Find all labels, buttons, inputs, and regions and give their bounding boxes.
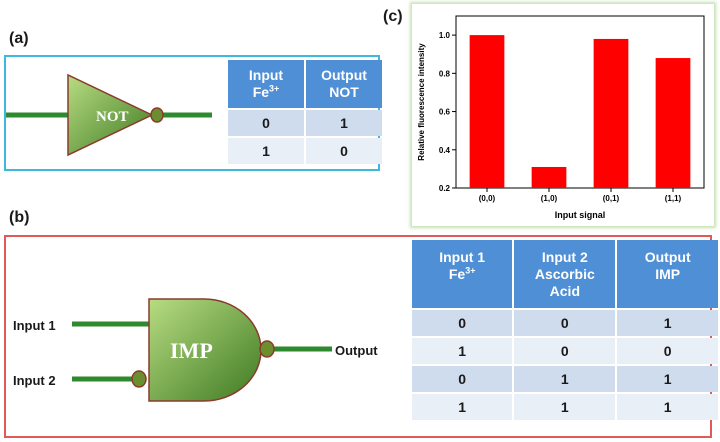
bar (531, 166, 567, 188)
table-cell: 1 (228, 138, 304, 164)
not-gate-panel: NOT (4, 55, 380, 171)
header-line: Fe (252, 84, 270, 100)
table-cell: 1 (617, 366, 718, 392)
imp-gate-panel: IMP (4, 235, 712, 438)
table-row: 1 1 1 (412, 394, 718, 420)
table-cell: 0 (306, 138, 382, 164)
imp-table-header-input2: Input 2 Ascorbic Acid (514, 240, 616, 308)
table-cell: 1 (617, 394, 718, 420)
header-line: Input 2 (541, 248, 588, 265)
header-line: IMP (655, 265, 681, 282)
imp-input2-label: Input 2 (13, 373, 56, 388)
y-tick-label: 0.8 (439, 69, 451, 78)
imp-table-header-input1: Input 1 Fe3+ (412, 240, 513, 308)
bar (655, 58, 691, 188)
fluorescence-chart-panel: 0.2 0.4 0.6 0.8 1.0 (0,0) (1,0) (0,1) (1,1) Input… (412, 4, 714, 226)
not-gate-label: NOT (96, 109, 129, 125)
x-tick-label: (0,1) (603, 194, 620, 203)
table-cell: 1 (306, 110, 382, 136)
imp-truth-table: Input 1 Fe3+ Input 2 Ascorbic Acid Outpu… (410, 238, 720, 422)
y-axis-label: Relative fluorescence intensity (417, 43, 426, 161)
y-tick-label: 0.6 (439, 108, 451, 117)
panel-label-b: (b) (9, 209, 30, 226)
table-row: 1 0 0 (412, 338, 718, 364)
table-cell: 0 (514, 310, 616, 336)
imp-output-label: Output (335, 343, 378, 358)
header-superscript: 3+ (465, 264, 476, 275)
header-line: Acid (549, 282, 580, 299)
x-tick-label: (1,1) (665, 194, 682, 203)
imp-output-bubble (259, 340, 275, 358)
table-cell: 0 (412, 310, 513, 336)
table-cell: 1 (412, 394, 513, 420)
not-truth-table: Input Fe3+ Output NOT 0 1 1 0 (226, 58, 384, 166)
imp-input1-label: Input 1 (13, 318, 56, 333)
table-cell: 0 (514, 338, 616, 364)
x-tick-label: (0,0) (479, 194, 496, 203)
table-row: 0 0 1 (412, 310, 718, 336)
imp-input2-bubble (131, 370, 147, 388)
not-table-header-input: Input Fe3+ (228, 60, 304, 108)
fluorescence-bar-chart: 0.2 0.4 0.6 0.8 1.0 (0,0) (1,0) (0,1) (1,1) Input… (417, 15, 705, 220)
table-cell: 0 (228, 110, 304, 136)
table-row: 1 0 (228, 138, 382, 164)
bar (593, 38, 629, 188)
y-tick-label: 1.0 (439, 31, 451, 40)
x-tick-label: (1,0) (541, 194, 558, 203)
imp-gate-diagram: IMP (72, 298, 332, 402)
not-gate-diagram: NOT (6, 73, 212, 157)
header-line: Fe (448, 265, 466, 282)
header-line: NOT (329, 84, 359, 100)
y-tick-label: 0.2 (439, 184, 451, 193)
table-cell: 1 (412, 338, 513, 364)
header-line: Ascorbic (534, 265, 595, 282)
table-cell: 0 (617, 338, 718, 364)
table-cell: 0 (412, 366, 513, 392)
header-line: Input (248, 67, 284, 83)
imp-table-header-output: Output IMP (617, 240, 718, 308)
table-cell: 1 (514, 394, 616, 420)
x-axis-label: Input signal (555, 210, 606, 220)
not-gate-bubble (150, 107, 164, 123)
panel-label-a: (a) (9, 30, 29, 47)
table-cell: 1 (514, 366, 616, 392)
header-line: Input 1 (439, 248, 486, 265)
table-cell: 1 (617, 310, 718, 336)
y-tick-label: 0.4 (439, 146, 451, 155)
header-superscript: 3+ (269, 83, 280, 94)
panel-label-c: (c) (383, 8, 403, 25)
not-gate-triangle (67, 73, 154, 157)
header-line: Output (644, 248, 691, 265)
plot-frame (455, 15, 705, 189)
table-row: 0 1 1 (412, 366, 718, 392)
bar (469, 35, 505, 188)
table-row: 0 1 (228, 110, 382, 136)
header-line: Output (321, 67, 367, 83)
imp-gate-label: IMP (170, 338, 213, 363)
not-table-header-output: Output NOT (306, 60, 382, 108)
